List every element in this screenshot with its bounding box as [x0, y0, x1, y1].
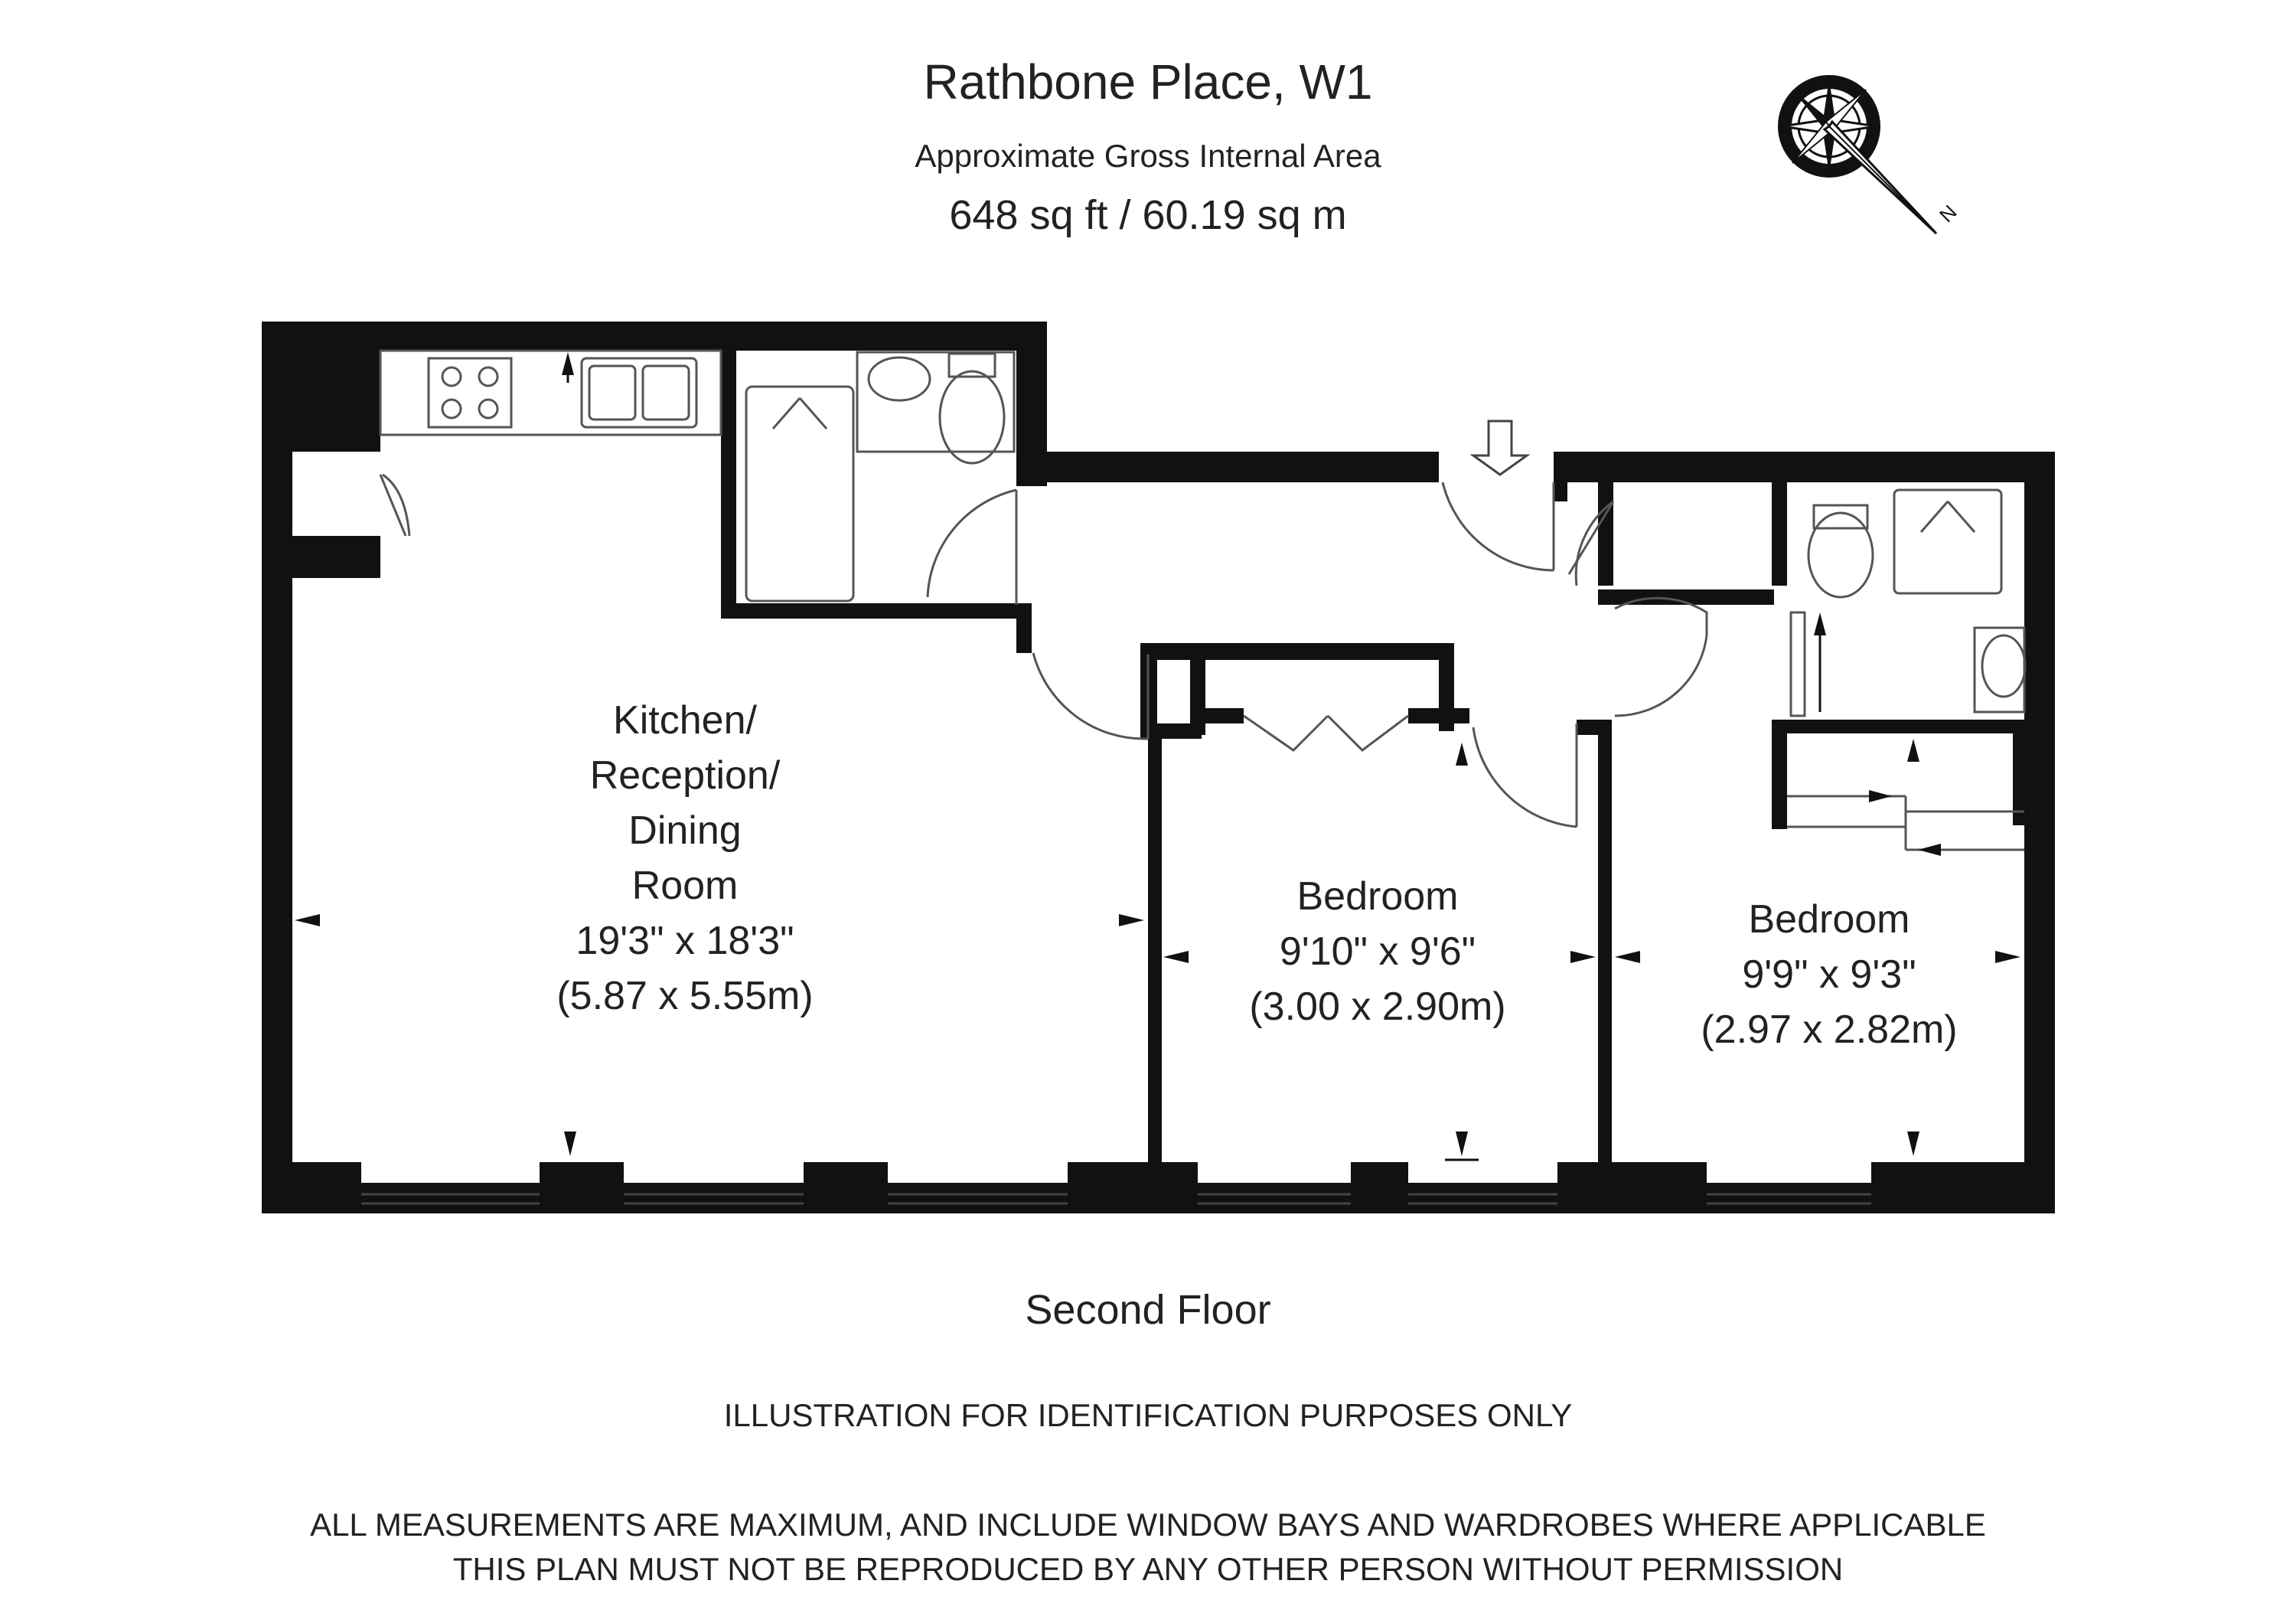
room-bedroom1-label: Bedroom 9'10" x 9'6" (3.00 x 2.90m) [1209, 869, 1546, 1034]
bedroom1-metric: (3.00 x 2.90m) [1249, 985, 1506, 1029]
bedroom2-name: Bedroom [1748, 897, 1910, 942]
kitchen-name-line4: Room [631, 864, 739, 908]
kitchen-name-line1: Kitchen/ [613, 698, 757, 743]
reproduction-note: THIS PLAN MUST NOT BE REPRODUCED BY ANY … [452, 1551, 1844, 1587]
kitchen-name-line3: Dining [628, 808, 742, 853]
windows [361, 1193, 1871, 1205]
room-kitchen-label: Kitchen/ Reception/ Dining Room 19'3" x … [520, 693, 850, 1024]
kitchen-imperial: 19'3" x 18'3" [576, 919, 794, 963]
compass-icon: N [1778, 75, 1962, 235]
plan-subtitle: Approximate Gross Internal Area [915, 138, 1381, 174]
room-bedroom2-label: Bedroom 9'9" x 9'3" (2.97 x 2.82m) [1661, 892, 1998, 1057]
bedroom2-imperial: 9'9" x 9'3" [1742, 952, 1916, 997]
bedroom2-metric: (2.97 x 2.82m) [1701, 1007, 1958, 1052]
dimension-arrows [295, 352, 2020, 1156]
bedroom1-name: Bedroom [1296, 874, 1459, 919]
plan-title: Rathbone Place, W1 [923, 54, 1373, 109]
measurements-note: ALL MEASUREMENTS ARE MAXIMUM, AND INCLUD… [310, 1507, 1986, 1543]
kitchen-name-line2: Reception/ [589, 753, 781, 798]
bedroom1-imperial: 9'10" x 9'6" [1279, 929, 1476, 974]
floor-label: Second Floor [1025, 1287, 1271, 1333]
kitchen-metric: (5.87 x 5.55m) [556, 974, 814, 1018]
walls [262, 322, 2055, 1213]
illustration-note: ILLUSTRATION FOR IDENTIFICATION PURPOSES… [723, 1397, 1573, 1433]
gross-area: 648 sq ft / 60.19 sq m [949, 192, 1347, 238]
